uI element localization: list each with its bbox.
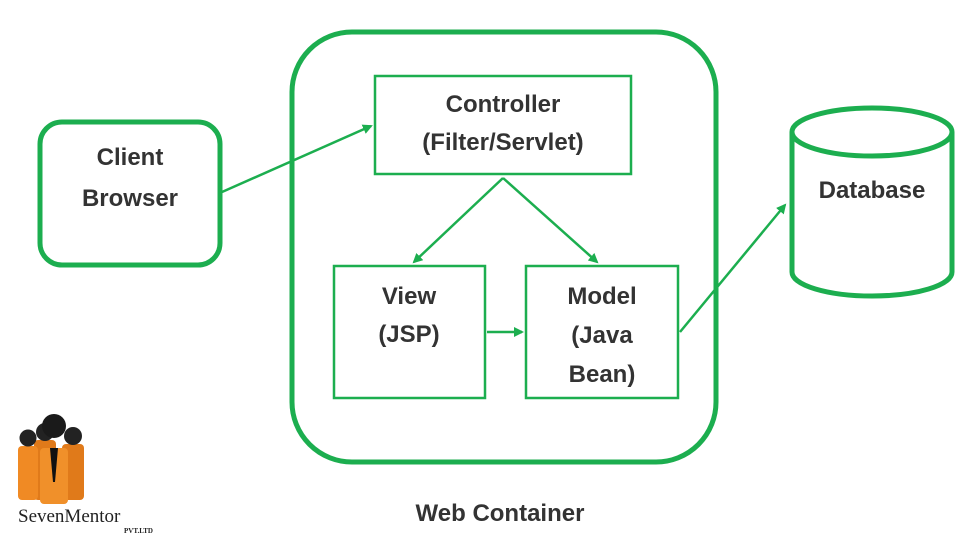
view-label-line2: (JSP) [378, 321, 439, 348]
logo-suffix: PVT.LTD [124, 527, 153, 535]
web-container-caption: Web Container [416, 500, 585, 527]
database-label: Database [819, 177, 926, 204]
arrow-model-to-database [679, 203, 787, 333]
client-browser-box [37, 119, 223, 268]
controller-box [373, 74, 633, 176]
sevenmentor-logo: SevenMentor PVT.LTD [18, 414, 153, 535]
arrow-client-to-controller [221, 124, 373, 194]
controller-label-line1: Controller [446, 91, 561, 118]
client-browser-label-line2: Browser [82, 185, 178, 212]
model-label-line3: Bean) [569, 361, 636, 388]
model-label-line1: Model [567, 283, 636, 310]
controller-label-line2: (Filter/Servlet) [422, 129, 583, 156]
people-icon [18, 414, 84, 504]
view-box [332, 264, 487, 400]
arrow-controller-to-model [502, 177, 599, 264]
model-label-line2: (Java [571, 322, 633, 349]
view-label-line1: View [382, 283, 437, 310]
arrow-controller-to-view [412, 177, 504, 264]
logo-wordmark: SevenMentor [18, 506, 121, 527]
model-box [524, 264, 680, 400]
database-cylinder [789, 105, 955, 299]
web-container-box [289, 29, 719, 465]
client-browser-label-line1: Client [97, 144, 164, 171]
